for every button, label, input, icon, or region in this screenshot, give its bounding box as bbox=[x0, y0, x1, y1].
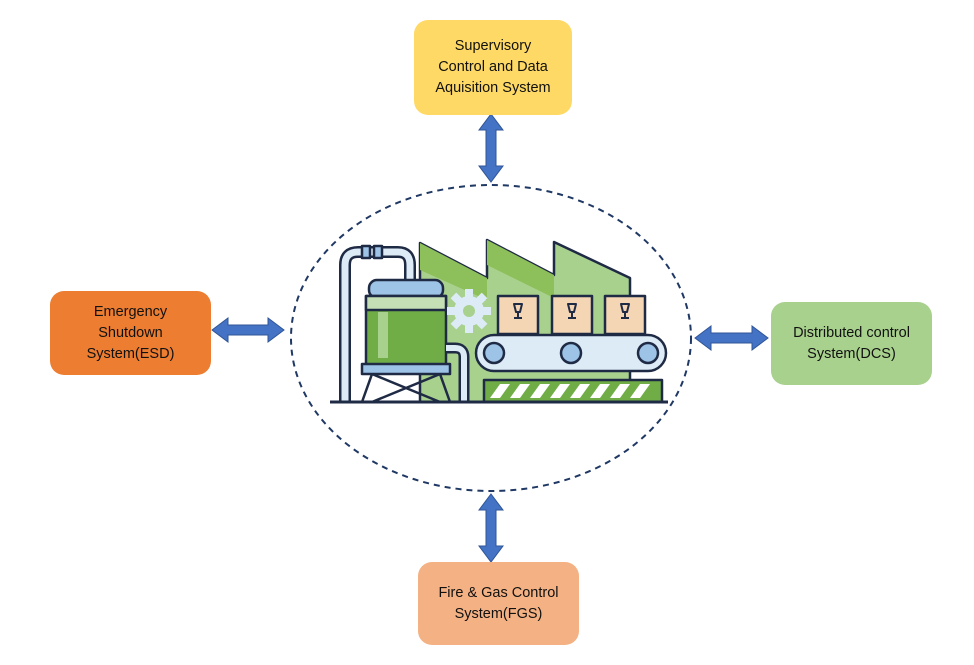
arrow-scada-center bbox=[478, 113, 504, 183]
scada-node: Supervisory Control and Data Aquisition … bbox=[414, 20, 572, 115]
plant-boundary-ellipse bbox=[290, 184, 692, 492]
esd-label: Emergency Shutdown System(ESD) bbox=[86, 303, 175, 362]
factory-icon bbox=[330, 238, 668, 404]
fgs-node: Fire & Gas Control System(FGS) bbox=[418, 562, 579, 645]
dcs-label: Distributed control System(DCS) bbox=[793, 324, 910, 362]
arrow-center-fgs bbox=[478, 493, 504, 563]
fgs-label: Fire & Gas Control System(FGS) bbox=[438, 584, 559, 622]
esd-node: Emergency Shutdown System(ESD) bbox=[50, 291, 211, 375]
dcs-node: Distributed control System(DCS) bbox=[771, 302, 932, 385]
arrow-center-dcs bbox=[694, 325, 769, 351]
arrow-esd-center bbox=[211, 317, 285, 343]
scada-label: Supervisory Control and Data Aquisition … bbox=[435, 38, 551, 96]
